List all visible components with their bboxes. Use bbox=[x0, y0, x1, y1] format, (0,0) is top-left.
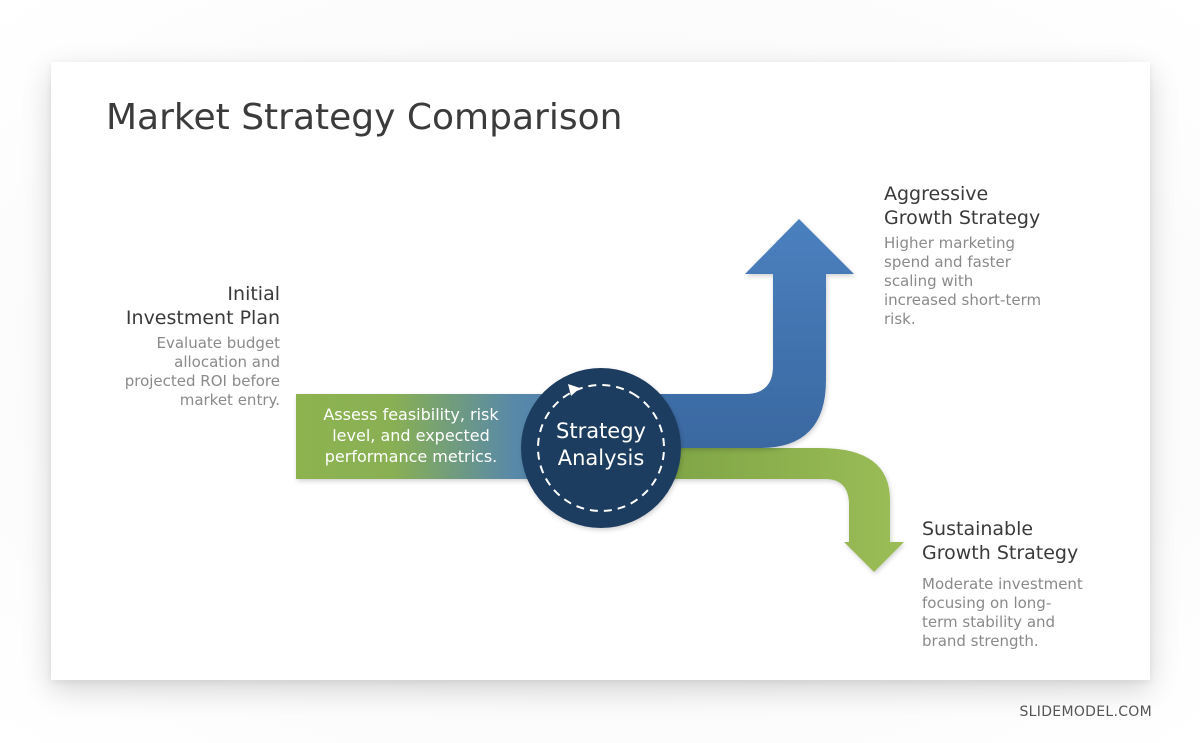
description-line: term stability and bbox=[922, 613, 1056, 631]
sustainable-arrow bbox=[640, 448, 904, 572]
heading-line: Growth Strategy bbox=[884, 207, 1041, 229]
description-line: Higher marketing bbox=[884, 234, 1016, 252]
assessment-bar-text: Assess feasibility, risk level, and expe… bbox=[306, 404, 516, 467]
description-line: projected ROI before bbox=[124, 372, 280, 390]
bar-text-line: performance metrics. bbox=[324, 447, 498, 466]
heading-line: Aggressive bbox=[884, 183, 989, 205]
description-line: Evaluate budget bbox=[156, 334, 280, 352]
bar-text-line: level, and expected bbox=[332, 426, 490, 445]
hub-label: Strategy Analysis bbox=[531, 418, 671, 472]
description-line: risk. bbox=[884, 310, 916, 328]
brand-watermark: SLIDEMODEL.COM bbox=[1019, 704, 1152, 720]
bar-text-line: Assess feasibility, risk bbox=[323, 405, 499, 424]
strategy-analysis-hub bbox=[521, 368, 681, 528]
initial-plan-block: Initial Investment Plan Evaluate budget … bbox=[108, 282, 280, 410]
heading-line: Initial bbox=[227, 283, 280, 305]
aggressive-description: Higher marketing spend and faster scalin… bbox=[884, 234, 1094, 329]
aggressive-growth-block: Aggressive Growth Strategy Higher market… bbox=[884, 182, 1094, 329]
sustainable-growth-block: Sustainable Growth Strategy Moderate inv… bbox=[922, 517, 1122, 651]
sustainable-description: Moderate investment focusing on long- te… bbox=[922, 575, 1122, 651]
initial-plan-description: Evaluate budget allocation and projected… bbox=[108, 334, 280, 410]
heading-line: Sustainable bbox=[922, 518, 1034, 540]
aggressive-heading: Aggressive Growth Strategy bbox=[884, 182, 1094, 230]
description-line: allocation and bbox=[174, 353, 280, 371]
hub-label-line: Strategy bbox=[556, 419, 646, 443]
description-line: brand strength. bbox=[922, 632, 1039, 650]
description-line: Moderate investment bbox=[922, 575, 1083, 593]
slide-title: Market Strategy Comparison bbox=[106, 97, 623, 138]
sustainable-heading: Sustainable Growth Strategy bbox=[922, 517, 1122, 565]
description-line: spend and faster bbox=[884, 253, 1011, 271]
heading-line: Growth Strategy bbox=[922, 542, 1079, 564]
initial-plan-heading: Initial Investment Plan bbox=[108, 282, 280, 330]
heading-line: Investment Plan bbox=[125, 307, 280, 329]
description-line: market entry. bbox=[179, 391, 280, 409]
hub-label-line: Analysis bbox=[557, 446, 645, 470]
cycle-dashed-ring-icon bbox=[537, 384, 665, 512]
aggressive-arrow bbox=[640, 219, 854, 448]
description-line: focusing on long- bbox=[922, 594, 1052, 612]
description-line: increased short-term bbox=[884, 291, 1042, 309]
description-line: scaling with bbox=[884, 272, 974, 290]
